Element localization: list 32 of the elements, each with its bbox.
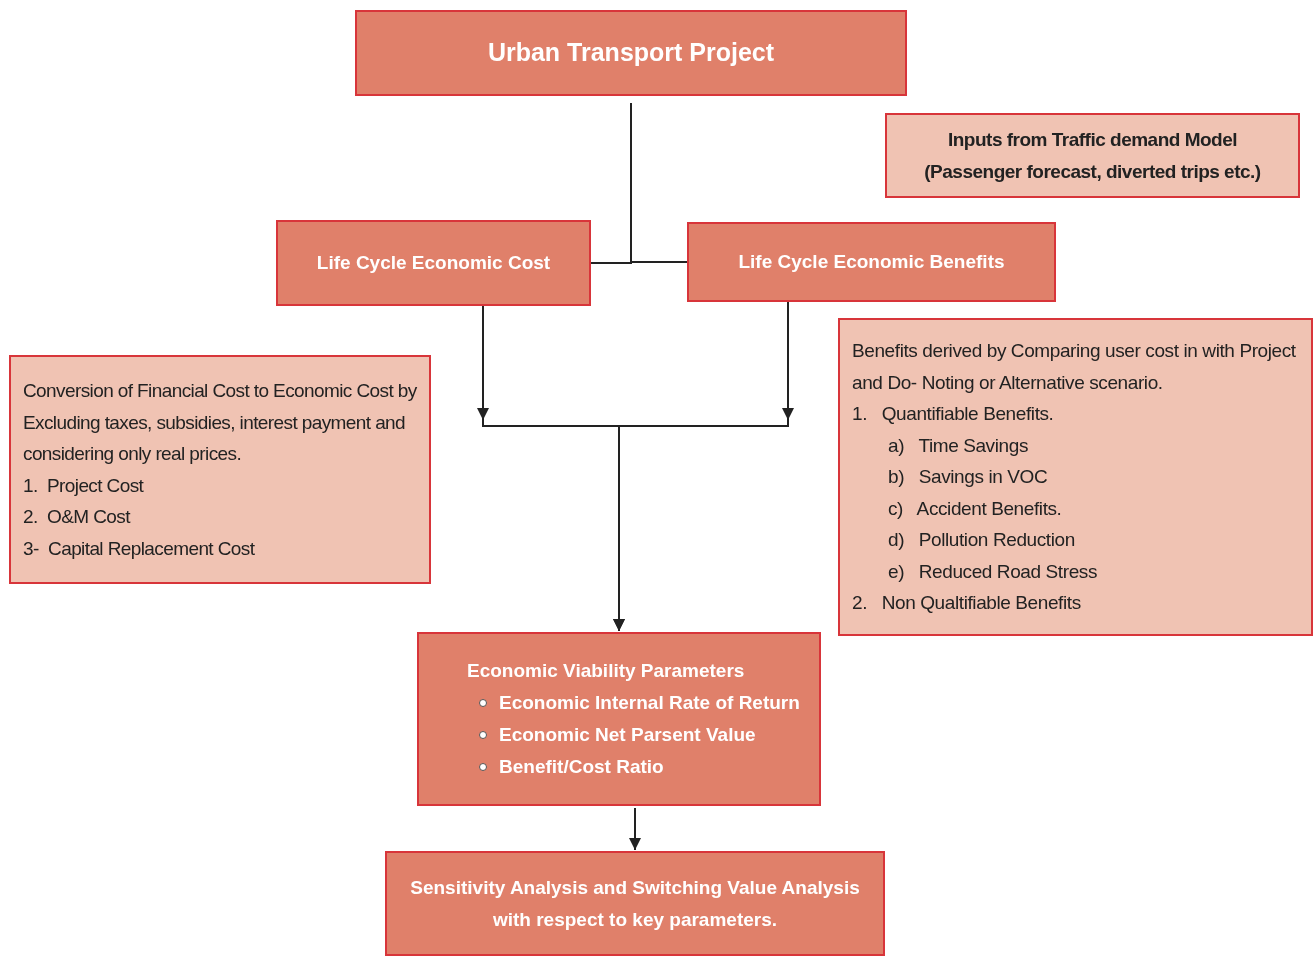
box-label: Inputs from Traffic demand Model (947, 127, 1238, 152)
bullet-item: Benefit/Cost Ratio (431, 751, 807, 783)
arrow (613, 301, 794, 632)
box-label: Urban Transport Project (487, 37, 775, 69)
list-item: 1. Quantifiable Benefits. (852, 402, 1055, 427)
list-item: 2. O&M Cost (23, 505, 132, 529)
box-label: (Passenger forecast, diverted trips etc.) (924, 159, 1261, 184)
process-box (687, 222, 1056, 302)
box-heading: Economic Viability Parameters (466, 659, 746, 683)
arrow (629, 807, 641, 851)
list-item: 1. Project Cost (23, 473, 145, 498)
list-item: c) Accident Benefits. (887, 496, 1063, 521)
list-item: a) Time Savings (887, 433, 1029, 458)
box-label: Life Cycle Economic Benefits (738, 250, 1005, 274)
note-text: Benefits derived by Comparing user cost in with Project and Do- Noting or Alternative scenario. (852, 339, 1297, 395)
list-item: b) Savings in VOC (887, 465, 1049, 490)
list-item: e) Reduced Road Stress (887, 559, 1098, 584)
process-box (385, 851, 885, 956)
process-box (417, 632, 821, 806)
note-box (838, 318, 1313, 636)
note-box (885, 113, 1300, 198)
note-text: Conversion of Financial Cost to Economic Cost by Excluding taxes, subsidies, interest payment and considering only real prices. (23, 379, 417, 466)
note-box (9, 355, 431, 584)
box-label: Life Cycle Economic Cost (316, 251, 551, 275)
list-item: 2. Non Qualtifiable Benefits (852, 591, 1082, 616)
bullet-item: Economic Internal Rate of Return (431, 687, 807, 719)
box-label: Sensitivity Analysis and Switching Value Analysis with respect to key parameters. (409, 875, 861, 932)
list-item: 3- Capital Replacement Cost (23, 536, 256, 561)
bullet-item: Economic Net Parsent Value (431, 719, 807, 751)
process-box (355, 10, 907, 96)
list-item: d) Pollution Reduction (887, 528, 1076, 553)
process-box (276, 220, 591, 306)
